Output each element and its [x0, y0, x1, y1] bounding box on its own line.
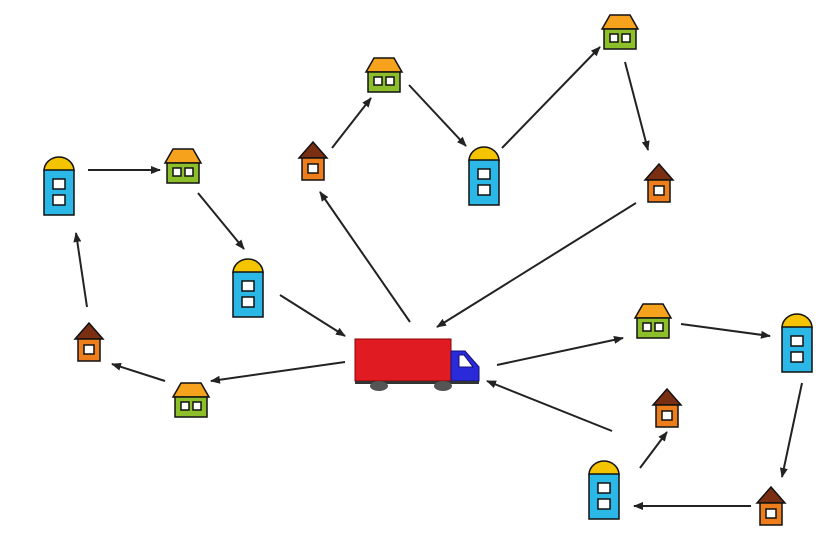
route-arrow-w4-to-w5: [111, 362, 166, 382]
route-arrow-t4-to-t5: [624, 61, 650, 151]
route-arrow-t1-to-t2: [331, 97, 372, 149]
route-arrow-r4-to-r5: [639, 431, 668, 469]
route-arrow-w5-to-w1: [73, 232, 88, 308]
small-house-icon: [651, 387, 683, 428]
route-arrow-depot-to-t1: [319, 191, 411, 323]
green-house-icon: [633, 303, 673, 339]
route-arrow-depot-to-r1: [496, 335, 624, 366]
small-house-icon: [643, 162, 675, 203]
route-nodes: [43, 14, 813, 526]
tall-building-icon: [588, 460, 620, 520]
route-arrow-t3-to-t4: [501, 46, 601, 149]
route-arrow-t2-to-t3: [408, 84, 467, 147]
green-house-icon: [600, 14, 640, 50]
tall-building-icon: [43, 156, 75, 216]
route-arrow-r1-to-r2: [680, 323, 771, 339]
small-house-icon: [755, 485, 787, 526]
route-arrow-r5-to-depot: [486, 380, 613, 432]
route-arrow-t5-to-depot: [436, 202, 637, 328]
tall-building-icon: [232, 258, 264, 318]
route-arrows: [73, 46, 803, 510]
route-arrow-r2-to-r3: [779, 382, 803, 478]
route-arrow-w3-to-depot: [279, 294, 346, 337]
route-arrow-w2-to-w3: [197, 192, 245, 250]
green-house-icon: [171, 382, 211, 418]
green-house-icon: [364, 57, 404, 93]
small-house-icon: [73, 321, 105, 362]
truck-icon: [354, 338, 480, 391]
small-house-icon: [297, 140, 329, 181]
route-arrow-depot-to-w4: [210, 361, 346, 384]
tall-building-icon: [781, 313, 813, 373]
tall-building-icon: [468, 146, 500, 206]
green-house-icon: [163, 148, 203, 184]
